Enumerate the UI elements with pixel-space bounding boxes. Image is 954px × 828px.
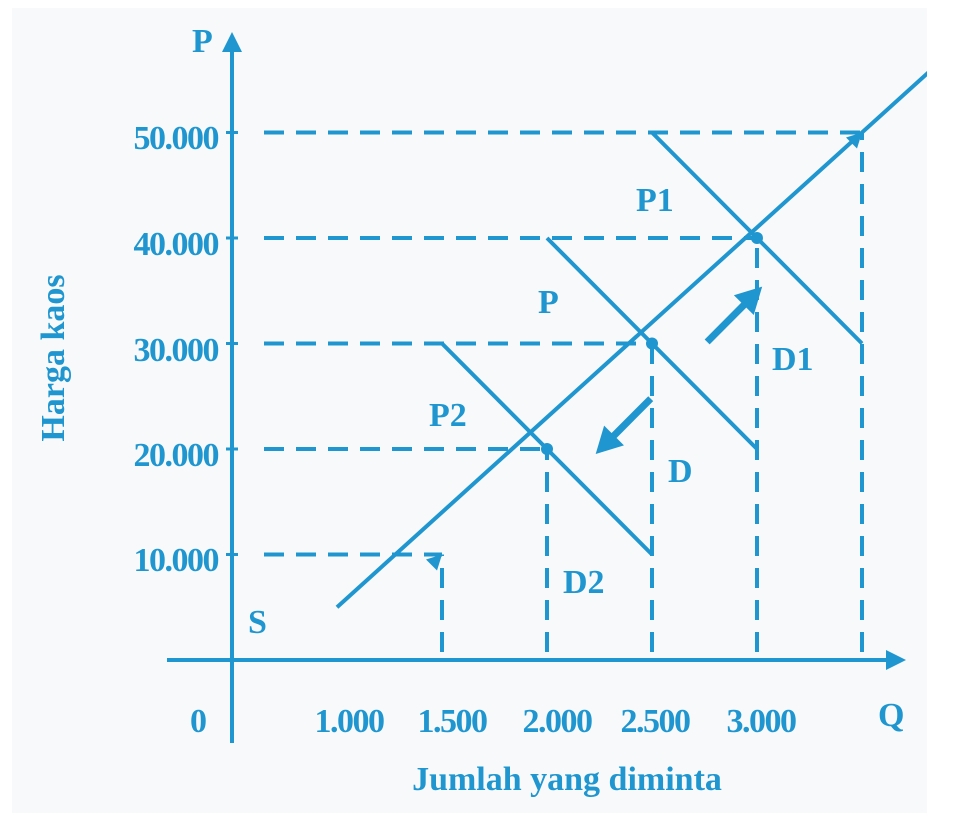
demand-label: D (668, 453, 693, 490)
curves (335, 71, 927, 609)
chart-figure: P Q 0 Harga kaos Jumlah yang diminta 1.0… (12, 8, 927, 813)
curve-s (335, 71, 927, 609)
y-tick-label: 10.000 (134, 542, 219, 579)
dashed-guides (264, 130, 864, 652)
x-tick-label: 2.000 (523, 703, 593, 740)
chart-text: P Q 0 Harga kaos Jumlah yang diminta 1.0… (35, 23, 904, 798)
supply-demand-chart: P Q 0 Harga kaos Jumlah yang diminta 1.0… (35, 23, 927, 798)
x-tick-label: 1.500 (418, 703, 488, 740)
demand-1-label: D1 (772, 341, 814, 378)
movement-arrows (595, 286, 763, 454)
movement-arrow-head-down (595, 425, 624, 454)
x-tick-label: 3.000 (727, 703, 797, 740)
y-axis-symbol: P (192, 23, 213, 60)
equilibrium-point-p (646, 337, 658, 350)
x-axis-symbol: Q (878, 697, 904, 734)
y-tick-label: 20.000 (134, 437, 219, 474)
y-tick-label: 30.000 (134, 332, 219, 369)
equilibrium-point-p1 (751, 232, 763, 244)
supply-arrowhead (846, 132, 862, 149)
y-tick-label: 50.000 (134, 120, 219, 157)
equilibrium-p2-label: P2 (429, 397, 467, 434)
equilibrium-points (541, 232, 763, 455)
equilibrium-p1-label: P1 (636, 182, 674, 219)
axes (167, 32, 906, 743)
x-axis-title: Jumlah yang diminta (412, 761, 722, 798)
movement-arrow-head-up (733, 286, 763, 315)
x-tick-label: 2.500 (621, 703, 691, 740)
y-tick-label: 40.000 (134, 226, 219, 263)
supply-label: S (248, 604, 267, 641)
movement-arrow-shaft-up (704, 299, 750, 345)
equilibrium-p-label: P (538, 284, 559, 321)
y-axis-title: Harga kaos (35, 274, 72, 441)
movement-arrow-shaft-down (608, 396, 654, 441)
demand-2-label: D2 (563, 564, 605, 601)
x-tick-label: 1.000 (315, 703, 385, 740)
origin-label: 0 (190, 703, 206, 740)
x-tick-labels: 1.000 1.500 2.000 2.500 3.000 (315, 703, 798, 740)
equilibrium-point-p2 (541, 443, 553, 455)
supply-arrowhead (426, 554, 442, 571)
y-tick-labels: 10.000 20.000 30.000 40.000 50.000 (134, 120, 221, 579)
